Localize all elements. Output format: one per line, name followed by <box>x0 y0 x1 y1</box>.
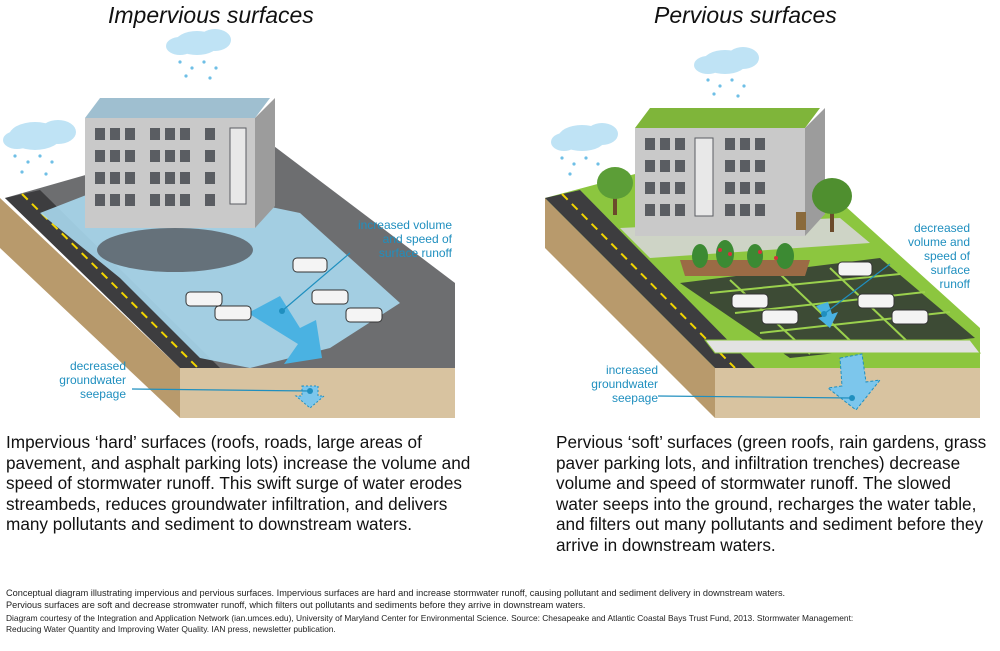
caption-line-2: Pervious surfaces are soft and decrease … <box>6 600 586 610</box>
garden-flowers <box>718 248 778 260</box>
callout-line: increased volume <box>357 218 452 232</box>
impervious-description: Impervious ‘hard’ surfaces (roofs, roads… <box>6 432 471 534</box>
callout-line: surface <box>930 263 970 277</box>
caption-line-1: Conceptual diagram illustrating impervio… <box>6 588 786 598</box>
soil-block <box>0 198 180 418</box>
soil-block <box>545 198 715 418</box>
callout-line: seepage <box>79 387 126 401</box>
pervious-title: Pervious surfaces <box>654 2 837 28</box>
callout-line: decreased <box>913 221 970 235</box>
pervious-description: Pervious ‘soft’ surfaces (green roofs, r… <box>556 432 987 555</box>
road <box>545 190 755 368</box>
callout-line: increased <box>605 363 658 377</box>
eroded-pool <box>97 228 253 272</box>
rain-cloud <box>3 29 231 150</box>
caption-credit-line-2: Reducing Water Quantity and Improving Wa… <box>6 624 336 634</box>
building-side <box>805 108 825 236</box>
callout-line: speed of <box>923 249 970 263</box>
callout-line: and speed of <box>382 232 452 246</box>
caption-credit-line: Diagram courtesy of the Integration and … <box>6 613 854 623</box>
impervious-title: Impervious surfaces <box>108 2 314 28</box>
building-windows <box>645 137 765 217</box>
impervious-seepage-callout: decreased groundwater seepage <box>20 359 126 401</box>
runoff-leader-line <box>281 252 351 312</box>
callout-line: surface runoff <box>378 246 452 260</box>
green-roof <box>635 108 820 128</box>
trees <box>597 167 852 232</box>
pervious-seepage-callout: increased groundwater seepage <box>560 363 658 405</box>
seepage-leader-line <box>657 395 853 399</box>
runoff-arrow <box>248 296 322 364</box>
building-side <box>255 98 275 228</box>
parked-cars <box>731 261 929 325</box>
building-windows <box>95 127 247 206</box>
seepage-arrow-large <box>826 353 882 411</box>
callout-line: decreased <box>69 359 126 373</box>
runoff-leader-line <box>823 263 891 315</box>
impervious-illustration <box>0 29 455 418</box>
pervious-runoff-callout: decreased volume and speed of surface ru… <box>890 221 970 291</box>
callout-line: volume and <box>907 235 970 249</box>
pervious-illustration <box>545 47 982 418</box>
rain-cloud <box>551 47 759 151</box>
infiltration-trench <box>703 339 982 354</box>
callout-line: groundwater <box>591 377 658 391</box>
callout-line: runoff <box>939 277 970 291</box>
impervious-runoff-callout: increased volume and speed of surface ru… <box>340 218 452 260</box>
building-roof <box>85 98 270 118</box>
callout-line: groundwater <box>59 373 126 387</box>
rain-drops <box>560 78 746 176</box>
runoff-arrow-small <box>816 302 838 328</box>
callout-line: seepage <box>611 391 658 405</box>
garden-plants <box>692 240 794 269</box>
parked-cars <box>185 257 383 323</box>
rain-drops <box>13 60 218 176</box>
rain-garden <box>680 260 810 276</box>
seepage-leader-line <box>131 388 311 392</box>
